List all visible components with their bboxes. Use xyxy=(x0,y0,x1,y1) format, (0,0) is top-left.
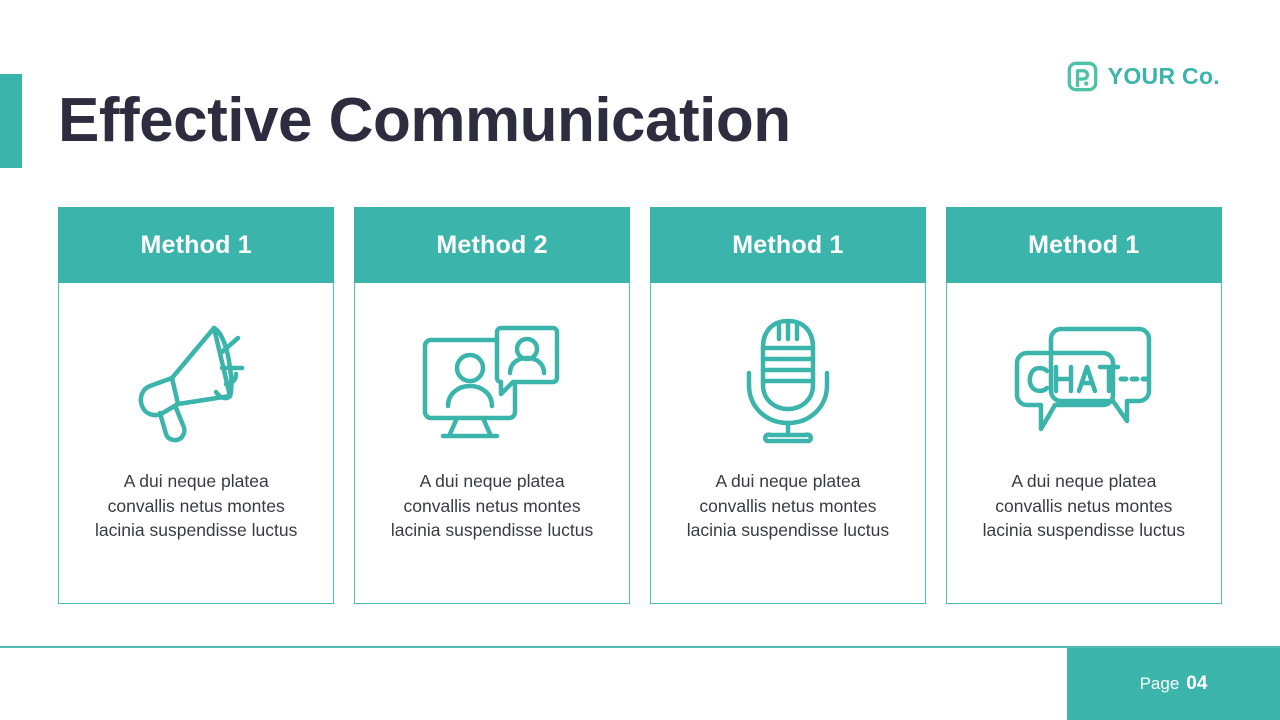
method-card-2-text: A dui neque platea convallis netus monte… xyxy=(390,471,594,540)
method-card-4-header: Method 1 xyxy=(945,207,1222,283)
method-card-1-header: Method 1 xyxy=(58,207,335,283)
microphone-icon xyxy=(733,301,843,461)
method-card-3-header: Method 1 xyxy=(649,207,927,283)
method-card-1[interactable]: Method 1 A dui neque platea convallis ne… xyxy=(58,207,335,604)
method-card-2-body: A dui neque platea convallis netus monte… xyxy=(353,283,631,604)
rounded-square-p-logo-icon xyxy=(1066,60,1099,93)
method-card-2-header: Method 2 xyxy=(353,207,631,283)
megaphone-icon xyxy=(126,301,266,461)
method-card-2[interactable]: Method 2 A dui neque platea conval xyxy=(353,207,631,604)
method-card-3-text: A dui neque platea convallis netus monte… xyxy=(686,471,890,540)
method-card-1-text: A dui neque platea convallis netus monte… xyxy=(95,471,298,540)
method-card-1-body: A dui neque platea convallis netus monte… xyxy=(58,283,335,604)
method-card-3-body: A dui neque platea convallis netus monte… xyxy=(649,283,927,604)
title-accent-bar xyxy=(0,74,22,168)
video-call-icon xyxy=(417,301,567,461)
method-card-4-title: Method 1 xyxy=(1028,230,1140,259)
page-label: Page xyxy=(1139,674,1180,693)
method-card-2-title: Method 2 xyxy=(436,230,548,259)
chat-bubbles-icon xyxy=(1009,301,1159,461)
method-card-4-body: A dui neque platea convallis netus monte… xyxy=(945,283,1222,604)
method-card-1-title: Method 1 xyxy=(140,230,252,259)
brand-name: YOUR Co. xyxy=(1107,63,1220,89)
footer-divider xyxy=(0,646,1280,648)
page-number-badge: Page 04 xyxy=(1067,648,1280,720)
page-title: Effective Communication xyxy=(58,86,791,155)
brand-logo: YOUR Co. xyxy=(1066,60,1220,93)
method-card-4-text: A dui neque platea convallis netus monte… xyxy=(982,471,1185,540)
method-card-3[interactable]: Method 1 A dui neque platea convallis ne… xyxy=(649,207,927,604)
page-number: 04 xyxy=(1186,673,1208,694)
method-cards-row: Method 1 A dui neque platea convallis ne… xyxy=(58,207,1222,604)
method-card-3-title: Method 1 xyxy=(732,230,844,259)
method-card-4[interactable]: Method 1 A dui neque platea convallis ne… xyxy=(945,207,1222,604)
